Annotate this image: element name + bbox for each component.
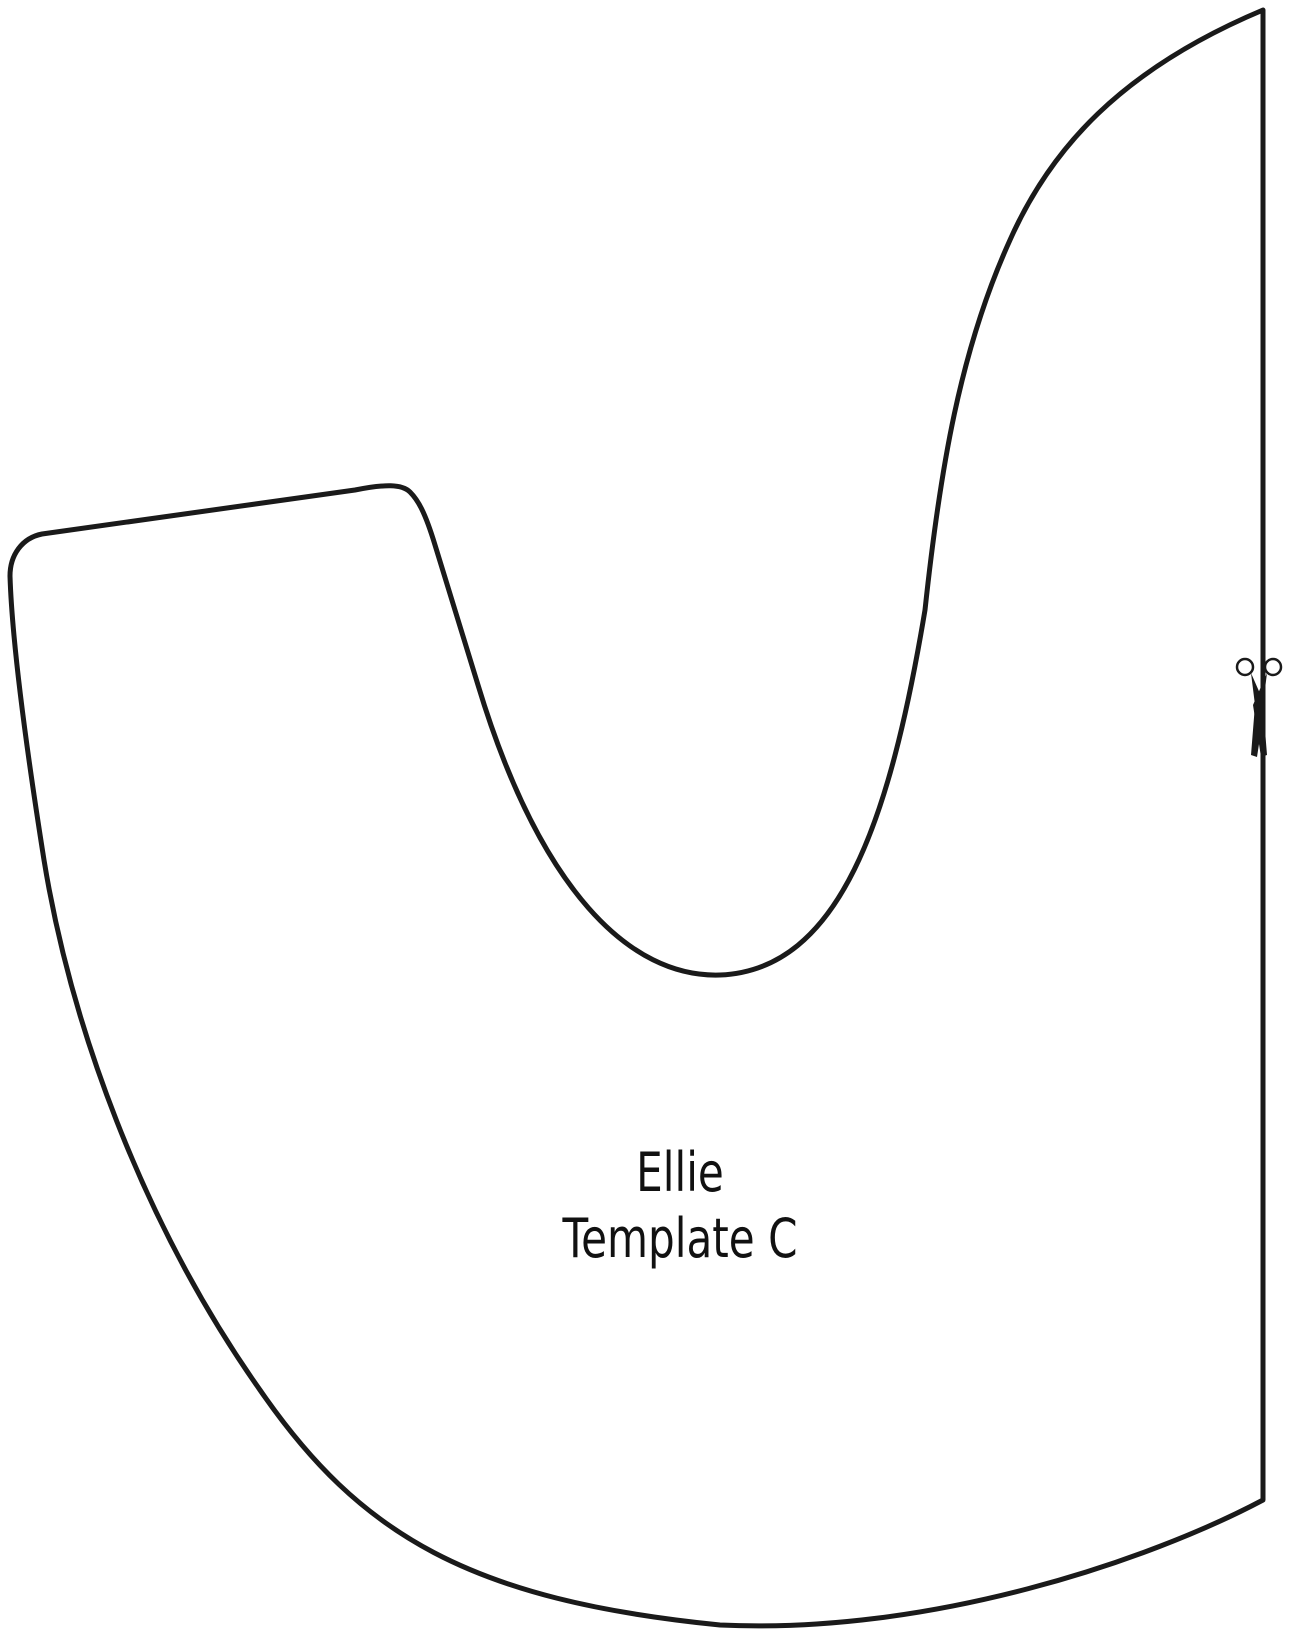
template-name-label: Ellie [636, 1141, 724, 1204]
scissors-icon [1235, 657, 1283, 757]
template-code-label: Template C [562, 1207, 798, 1270]
template-outline [7, 7, 1266, 1629]
